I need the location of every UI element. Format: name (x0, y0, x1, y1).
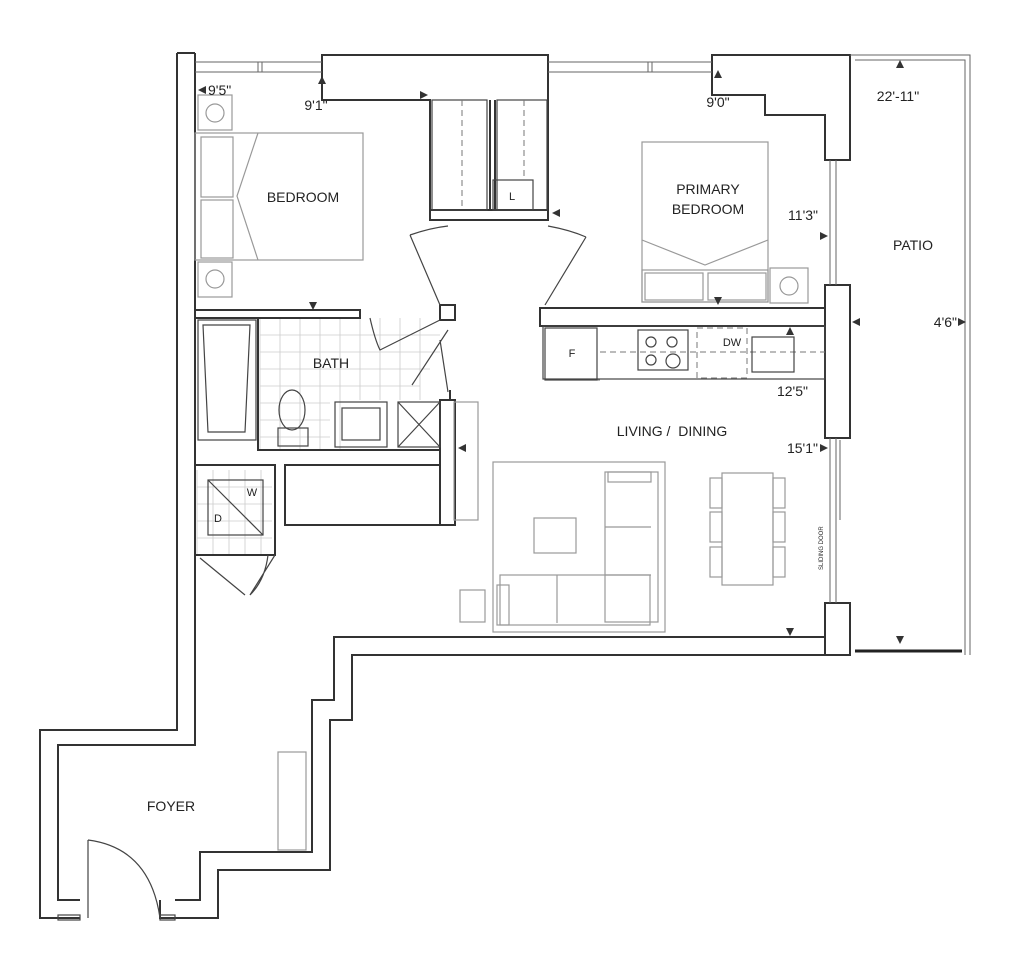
fridge-label: F (569, 348, 576, 360)
room-label-living-dining: LIVING / DINING (617, 423, 727, 439)
linen-label: L (509, 191, 515, 203)
bath-tiles (196, 318, 440, 555)
primary-bedroom-furniture (641, 141, 809, 304)
cooktop (637, 329, 689, 371)
washer-dryer (207, 479, 264, 536)
linen-closet (492, 179, 534, 211)
dining-table (721, 472, 774, 586)
dim-patio-length: 22'-11" (877, 88, 919, 104)
dryer-label: D (214, 513, 222, 525)
room-label-bedroom: BEDROOM (267, 189, 339, 205)
fridge (544, 327, 598, 381)
room-label-primary-line2: BEDROOM (672, 201, 744, 217)
dim-patio-width: 4'6" (934, 314, 957, 330)
toilet (278, 389, 306, 431)
room-label-foyer: FOYER (147, 798, 195, 814)
dim-bedroom-width: 9'5" (208, 82, 231, 98)
sliding-door-label: SLIDING DOOR (819, 526, 825, 570)
room-label-primary-line1: PRIMARY (676, 181, 740, 197)
vanity (334, 401, 388, 448)
walls (39, 52, 851, 919)
bath-fixtures (197, 319, 441, 536)
shower (397, 401, 441, 448)
doors[interactable] (57, 225, 587, 921)
dim-primary-width: 11'3" (788, 207, 818, 223)
dim-kitchen-living-width: 12'5" (777, 383, 808, 399)
dim-living-length: 15'1" (787, 440, 818, 456)
room-label-patio: PATIO (893, 237, 933, 253)
closets (431, 99, 548, 211)
dishwasher (696, 327, 748, 379)
kitchen (542, 325, 826, 381)
bedroom-furniture (194, 94, 364, 298)
washer-label: W (247, 487, 258, 499)
dishwasher-label: DW (723, 337, 742, 349)
bathtub (197, 319, 257, 441)
windows (195, 54, 971, 655)
sink (751, 336, 795, 373)
dimension-arrows (198, 60, 966, 644)
dim-primary-depth: 9'0" (706, 94, 729, 110)
dim-bedroom-depth: 9'1" (304, 97, 327, 113)
living-furniture (277, 401, 786, 851)
room-label-bath: BATH (313, 355, 349, 371)
